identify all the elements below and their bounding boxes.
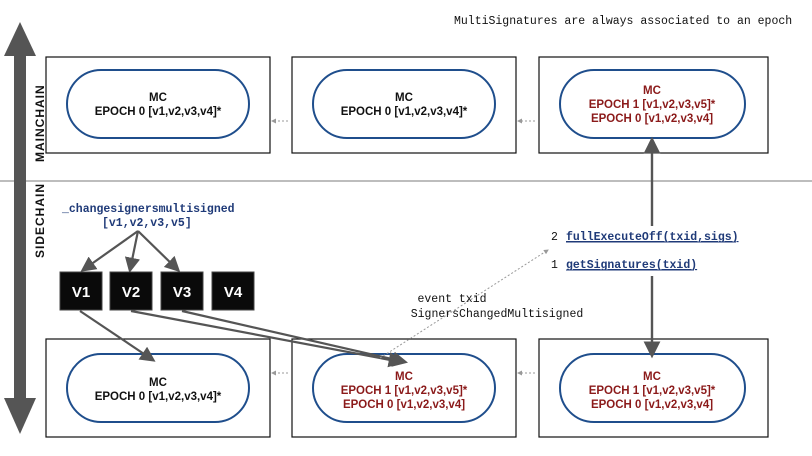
call-to-v1-arrow <box>80 230 139 272</box>
change-signers-args: [v1,v2,v3,v5] <box>102 217 192 230</box>
v1-to-block-arrow <box>79 310 156 362</box>
validator-label: V1 <box>72 284 90 301</box>
mainchain-block-1: MC EPOCH 0 [v1,v2,v3,v4]* <box>45 56 271 154</box>
validator-v1: V1 <box>59 271 103 311</box>
sidechain-block-2: MC EPOCH 1 [v1,v2,v3,v5]* EPOCH 0 [v1,v2… <box>291 338 517 438</box>
validator-v4: V4 <box>211 271 255 311</box>
vertical-axis-arrow <box>4 22 36 434</box>
validator-label: V3 <box>173 284 191 301</box>
step-1-num: 1 <box>551 259 558 272</box>
validator-v3: V3 <box>160 271 204 311</box>
node-pill <box>312 69 496 139</box>
node-title: MC <box>395 92 413 104</box>
header-note: MultiSignatures are always associated to… <box>454 15 792 28</box>
event-link <box>379 249 549 359</box>
node-pill <box>66 353 250 423</box>
step-2-call[interactable]: fullExecuteOff(txid,sigs) <box>566 231 739 244</box>
node-line: EPOCH 1 [v1,v2,v3,v5]* <box>589 99 716 111</box>
node-line: EPOCH 0 [v1,v2,v3,v4] <box>343 399 465 411</box>
change-signers-call: _changesignersmultisigned <box>61 203 235 216</box>
validator-label: V4 <box>224 284 243 301</box>
v3-to-block-arrow <box>181 309 409 367</box>
step-2-num: 2 <box>551 231 558 244</box>
node-pill <box>66 69 250 139</box>
mainchain-block-3: MC EPOCH 1 [v1,v2,v3,v5]* EPOCH 0 [v1,v2… <box>538 56 769 154</box>
mainchain-block-2: MC EPOCH 0 [v1,v2,v3,v4]* <box>291 56 517 154</box>
validator-v2: V2 <box>109 271 153 311</box>
node-line: EPOCH 1 [v1,v2,v3,v5]* <box>341 385 468 397</box>
node-line: EPOCH 0 [v1,v2,v3,v4]* <box>95 391 222 403</box>
node-title: MC <box>149 377 167 389</box>
axis-label-mainchain: MAINCHAIN <box>33 84 47 162</box>
step-1-call[interactable]: getSignatures(txid) <box>566 259 697 272</box>
validator-label: V2 <box>122 284 140 301</box>
sidechain-block-3: MC EPOCH 1 [v1,v2,v3,v5]* EPOCH 0 [v1,v2… <box>538 338 769 438</box>
node-line: EPOCH 0 [v1,v2,v3,v4]* <box>341 106 468 118</box>
sidechain-block-1: MC EPOCH 0 [v1,v2,v3,v4]* <box>45 338 271 438</box>
event-label-line1: event txid <box>417 293 486 306</box>
call-to-v2-arrow <box>124 230 141 274</box>
node-title: MC <box>643 85 661 97</box>
node-line: EPOCH 0 [v1,v2,v3,v4]* <box>95 106 222 118</box>
node-title: MC <box>395 371 413 383</box>
v2-to-block-arrow <box>130 309 405 368</box>
node-line: EPOCH 1 [v1,v2,v3,v5]* <box>589 385 716 397</box>
node-title: MC <box>149 92 167 104</box>
axis-label-sidechain: SIDECHAIN <box>33 183 47 258</box>
call-to-v3-arrow <box>137 230 181 273</box>
event-label-line2: SignersChangedMultisigned <box>411 308 584 321</box>
node-line: EPOCH 0 [v1,v2,v3,v4] <box>591 399 713 411</box>
node-title: MC <box>643 371 661 383</box>
node-line: EPOCH 0 [v1,v2,v3,v4] <box>591 113 713 125</box>
